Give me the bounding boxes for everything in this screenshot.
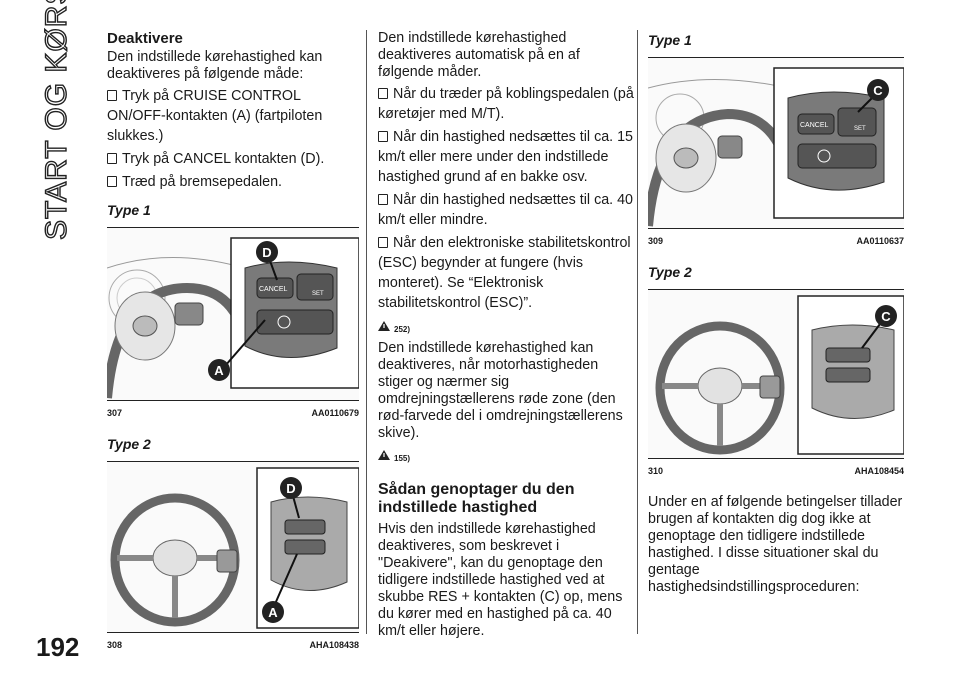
figure-number: 310 xyxy=(648,466,664,476)
reference-number: 155) xyxy=(394,454,411,463)
label-a: A xyxy=(214,363,224,378)
figure-caption: 309 AA0110637 xyxy=(648,233,904,250)
steering-wheel-illustration: CANCEL SET D A xyxy=(107,228,359,400)
warning-reference[interactable]: 155) xyxy=(378,450,634,467)
paragraph: Den indstillede kørehastighed deaktivere… xyxy=(378,30,580,80)
figure-308: D A xyxy=(107,461,359,633)
warning-triangle-icon xyxy=(378,450,390,460)
paragraph: Den indstillede kørehastighed kan deakti… xyxy=(107,49,323,82)
label-d-marker xyxy=(256,241,278,263)
paragraph: Under en af følgende betingelser tillade… xyxy=(648,494,903,595)
page-number: 192 xyxy=(36,632,80,662)
figure-code: AA0110679 xyxy=(311,408,359,418)
warning-reference[interactable]: 252) xyxy=(378,321,634,338)
label-c: C xyxy=(873,83,883,98)
label-a-marker xyxy=(262,601,284,623)
column-3: Type 1 CANCEL SET C 309 AA0110637 Type 2 xyxy=(648,30,904,596)
figure-309: CANCEL SET C xyxy=(648,57,904,229)
figure-caption: 307 AA0110679 xyxy=(107,405,359,422)
subheading-type-2: Type 2 xyxy=(648,264,692,280)
steering-wheel-illustration: C xyxy=(648,290,904,458)
subheading-type-1: Type 1 xyxy=(648,32,692,48)
paragraph: Hvis den indstillede kørehastighed deakt… xyxy=(378,521,623,639)
figure-caption: 308 AHA108438 xyxy=(107,637,359,654)
bullet-item: Træd på bremsepedalen. xyxy=(107,172,359,192)
subheading-type-2: Type 2 xyxy=(107,436,151,452)
figure-number: 307 xyxy=(107,408,123,418)
label-d: D xyxy=(286,481,295,496)
column-divider xyxy=(637,30,638,634)
subheading-type-1: Type 1 xyxy=(107,202,151,218)
column-1: Deaktivere Den indstillede kørehastighed… xyxy=(107,30,359,654)
paragraph: Den indstillede kørehastighed kan deakti… xyxy=(378,340,623,441)
steering-wheel-illustration: D A xyxy=(107,462,359,632)
figure-code: AHA108438 xyxy=(309,640,359,650)
set-switch-label: SET xyxy=(312,291,324,297)
bullet-item: Tryk på CRUISE CONTROL ON/OFF-kontakten … xyxy=(107,86,359,146)
figure-code: AA0110637 xyxy=(856,236,904,246)
label-c: C xyxy=(881,309,891,324)
bullet-item: Når din hastighed nedsættes til ca. 15 k… xyxy=(378,129,634,185)
figure-caption: 310 AHA108454 xyxy=(648,463,904,480)
label-d-marker xyxy=(280,477,302,499)
steering-wheel-illustration: CANCEL SET C xyxy=(648,58,904,228)
figure-307: CANCEL SET D A xyxy=(107,227,359,401)
bullet-item: Tryk på CANCEL kontakten (D). xyxy=(107,149,359,169)
column-2: Den indstillede kørehastighed deaktivere… xyxy=(378,30,634,640)
figure-code: AHA108454 xyxy=(854,466,904,476)
warning-triangle-icon xyxy=(378,321,390,331)
label-d: D xyxy=(262,245,271,260)
label-a: A xyxy=(268,605,278,620)
set-switch-label: SET xyxy=(854,126,866,132)
section-heading: Deaktivere xyxy=(107,30,183,47)
figure-number: 308 xyxy=(107,640,123,650)
label-c-marker xyxy=(867,79,889,101)
figure-number: 309 xyxy=(648,236,664,246)
cancel-switch-label: CANCEL xyxy=(800,122,829,129)
figure-310: C xyxy=(648,289,904,459)
bullet-item: Når din hastighed nedsættes til ca. 40 k… xyxy=(378,192,634,228)
column-divider xyxy=(366,30,367,634)
cancel-switch-label: CANCEL xyxy=(259,286,288,293)
label-c-marker xyxy=(875,305,897,327)
bullet-item: Når den elektroniske stabilitetskontrol … xyxy=(378,233,634,313)
section-heading: Sådan genoptager du den indstillede hast… xyxy=(378,481,575,516)
bullet-item: Når du træder på koblingspedalen (på kør… xyxy=(378,86,634,122)
label-a-marker xyxy=(208,359,230,381)
section-side-title: START OG KØRSEL xyxy=(39,0,73,241)
reference-number: 252) xyxy=(394,325,411,334)
